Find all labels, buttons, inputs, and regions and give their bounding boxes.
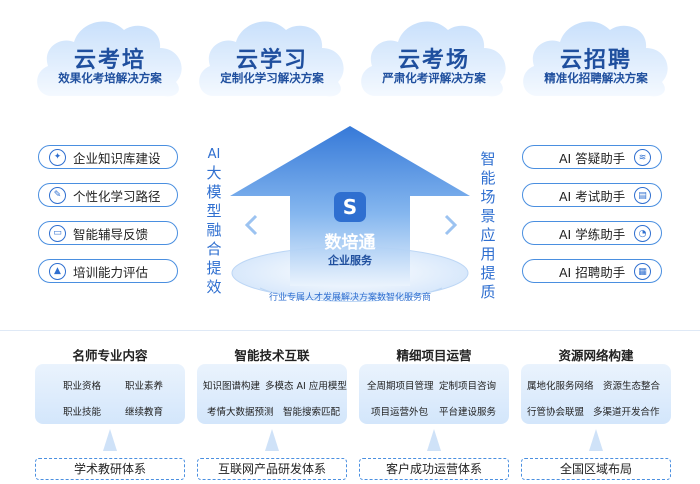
- brand-tagline: 行业专属人才发展解决方案数智化服务商: [268, 293, 431, 303]
- section-item: 考情大数据预测: [207, 407, 274, 418]
- chart-icon: ▲: [49, 262, 66, 280]
- caption-char: 融: [206, 221, 222, 239]
- left-item-tutoring: ▭ 智能辅导反馈: [38, 221, 178, 245]
- right-item-qa-assistant: AI 答疑助手 ≋: [522, 145, 662, 169]
- left-item-knowledge-base: ✦ 企业知识库建设: [38, 145, 178, 169]
- caption-char: 质: [480, 283, 496, 301]
- pill-label: AI 学练助手: [559, 226, 626, 242]
- cloud-subtitle: 严肃化考评解决方案: [382, 71, 486, 85]
- section-item: 多渠道开发合作: [593, 407, 660, 418]
- section-box: 全周期项目管理 定制项目咨询 项目运营外包 平台建设服务: [359, 364, 509, 424]
- pill-label: 企业知识库建设: [73, 150, 161, 166]
- section-box: 知识图谱构建 多模态 AI 应用模型 考情大数据预测 智能搜索匹配: [197, 364, 347, 424]
- caption-char: 效: [206, 278, 222, 296]
- knowledge-icon: ✦: [49, 148, 66, 166]
- section-item: 行管协会联盟: [527, 407, 585, 418]
- practice-icon: ◔: [634, 225, 651, 242]
- caption-char: 能: [480, 169, 496, 187]
- section-item: 职业素养: [125, 381, 164, 392]
- caption-char: 景: [480, 207, 496, 225]
- pill-label: 培训能力评估: [73, 264, 149, 280]
- right-chevron-icon: [444, 214, 458, 236]
- section-item: 职业资格: [63, 381, 102, 392]
- up-arrow-icon: [589, 429, 603, 451]
- up-arrow-icon: [427, 429, 441, 451]
- pill-label: 智能辅导反馈: [73, 226, 149, 242]
- cloud-shape: [523, 21, 668, 97]
- cloud-card-3: 云考场 严肃化考评解决方案: [354, 8, 514, 100]
- cloud-shape: [361, 21, 506, 97]
- section-item: 平台建设服务: [439, 407, 497, 418]
- cloud-subtitle: 效果化考培解决方案: [58, 71, 162, 85]
- left-item-learning-path: ✎ 个性化学习路径: [38, 183, 178, 207]
- caption-char: 模: [206, 183, 222, 201]
- section-title: 智能技术互联: [234, 348, 310, 363]
- caption-char: 提: [206, 259, 222, 277]
- divider: [0, 330, 700, 331]
- section-item: 多模态 AI 应用模型: [265, 381, 347, 392]
- section-item: 智能搜索匹配: [283, 407, 341, 418]
- section-item: 资源生态整合: [603, 381, 661, 392]
- bottom-foundation-label: 互联网产品研发体系: [197, 458, 347, 480]
- pill-label: AI 答疑助手: [559, 150, 626, 166]
- document-icon: ▤: [634, 187, 651, 204]
- section-item: 项目运营外包: [371, 407, 429, 418]
- calendar-icon: ▦: [634, 263, 651, 280]
- cloud-title: 云考培: [73, 48, 146, 73]
- section-item: 属地化服务网络: [527, 381, 594, 392]
- cloud-card-2: 云学习 定制化学习解决方案: [192, 8, 352, 100]
- brand-name: 数培通: [324, 233, 376, 253]
- path-icon: ✎: [49, 186, 66, 204]
- bottom-foundation-label: 客户成功运营体系: [359, 458, 509, 480]
- caption-char: 提: [480, 264, 496, 282]
- cloud-title: 云学习: [235, 48, 308, 73]
- left-item-assessment: ▲ 培训能力评估: [38, 259, 178, 283]
- caption-char: 用: [480, 245, 496, 263]
- caption-char: 场: [480, 188, 496, 206]
- section-box: 属地化服务网络 资源生态整合 行管协会联盟 多渠道开发合作: [521, 364, 671, 424]
- monitor-icon: ▭: [49, 224, 66, 242]
- bottom-foundation-label: 学术教研体系: [35, 458, 185, 480]
- right-item-recruit-assistant: AI 招聘助手 ▦: [522, 259, 662, 283]
- right-vertical-caption: 智 能 场 景 应 用 提 质: [480, 150, 496, 302]
- up-arrow-icon: [103, 429, 117, 451]
- caption-char: 大: [206, 164, 222, 182]
- pill-label: AI 考试助手: [559, 188, 626, 204]
- brand-subtitle: 企业服务: [328, 254, 372, 267]
- section-item: 定制项目咨询: [439, 381, 497, 392]
- section-title: 资源网络构建: [558, 348, 634, 363]
- section-title: 名师专业内容: [72, 348, 148, 363]
- section-item: 职业技能: [63, 407, 102, 418]
- cloud-title: 云考场: [397, 48, 470, 73]
- cloud-shape: [199, 21, 344, 97]
- right-item-exam-assistant: AI 考试助手 ▤: [522, 183, 662, 207]
- cloud-card-4: 云招聘 精准化招聘解决方案: [516, 8, 676, 100]
- cloud-card-1: 云考培 效果化考培解决方案: [30, 8, 190, 100]
- bottom-foundation-label: 全国区域布局: [521, 458, 671, 480]
- section-item: 知识图谱构建: [203, 381, 261, 392]
- cloud-title: 云招聘: [559, 48, 632, 73]
- up-arrow-icon: [265, 429, 279, 451]
- caption-char: 型: [206, 202, 222, 220]
- caption-char: 智: [480, 150, 496, 168]
- caption-char: AI: [207, 147, 221, 162]
- pill-label: AI 招聘助手: [559, 264, 626, 280]
- right-item-practice-assistant: AI 学练助手 ◔: [522, 221, 662, 245]
- section-item: 全周期项目管理: [367, 381, 434, 392]
- caption-char: 合: [206, 240, 222, 258]
- left-chevron-icon: [244, 214, 258, 236]
- section-item: 继续教育: [125, 407, 164, 418]
- section-box: 职业资格 职业素养 职业技能 继续教育: [35, 364, 185, 424]
- cloud-shape: [37, 21, 182, 97]
- section-title: 精细项目运营: [396, 348, 472, 363]
- pill-label: 个性化学习路径: [73, 188, 161, 204]
- brand-logo-icon: S: [334, 192, 366, 222]
- cloud-subtitle: 定制化学习解决方案: [220, 71, 324, 85]
- left-vertical-caption: AI 大 模 型 融 合 提 效: [206, 145, 222, 297]
- cloud-subtitle: 精准化招聘解决方案: [544, 71, 648, 85]
- caption-char: 应: [480, 226, 496, 244]
- layers-icon: ≋: [634, 149, 651, 166]
